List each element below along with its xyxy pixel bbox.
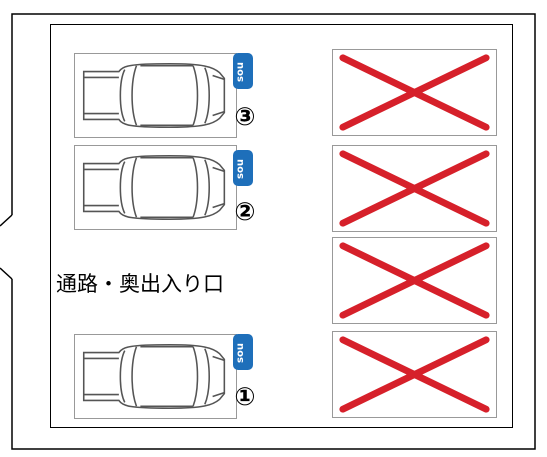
space-number-2: ② — [234, 197, 256, 226]
sou-logo-icon: sou — [232, 333, 254, 371]
parking-lot-area — [50, 24, 513, 428]
car-icon — [82, 62, 226, 129]
car-icon — [82, 154, 226, 221]
svg-text:sou: sou — [235, 62, 246, 82]
cross-mark-icon — [339, 150, 490, 227]
parking-space-3[interactable] — [74, 53, 237, 138]
svg-text:sou: sou — [235, 343, 246, 363]
cross-mark-icon — [339, 336, 490, 413]
blocked-space — [332, 237, 497, 324]
space-number-1: ① — [234, 382, 256, 411]
car-icon — [82, 343, 226, 410]
blocked-space — [332, 331, 497, 418]
sou-logo-icon: sou — [232, 52, 254, 90]
parking-space-2[interactable] — [74, 145, 237, 230]
blocked-space — [332, 49, 497, 136]
sou-logo-icon: sou — [232, 149, 254, 187]
cross-mark-icon — [339, 242, 490, 319]
cross-mark-icon — [339, 54, 490, 131]
blocked-space — [332, 145, 497, 232]
parking-space-1[interactable] — [74, 334, 237, 419]
space-number-3: ③ — [234, 102, 256, 131]
svg-text:sou: sou — [235, 159, 246, 179]
passage-label: 通路・奥出入り口 — [56, 272, 224, 296]
